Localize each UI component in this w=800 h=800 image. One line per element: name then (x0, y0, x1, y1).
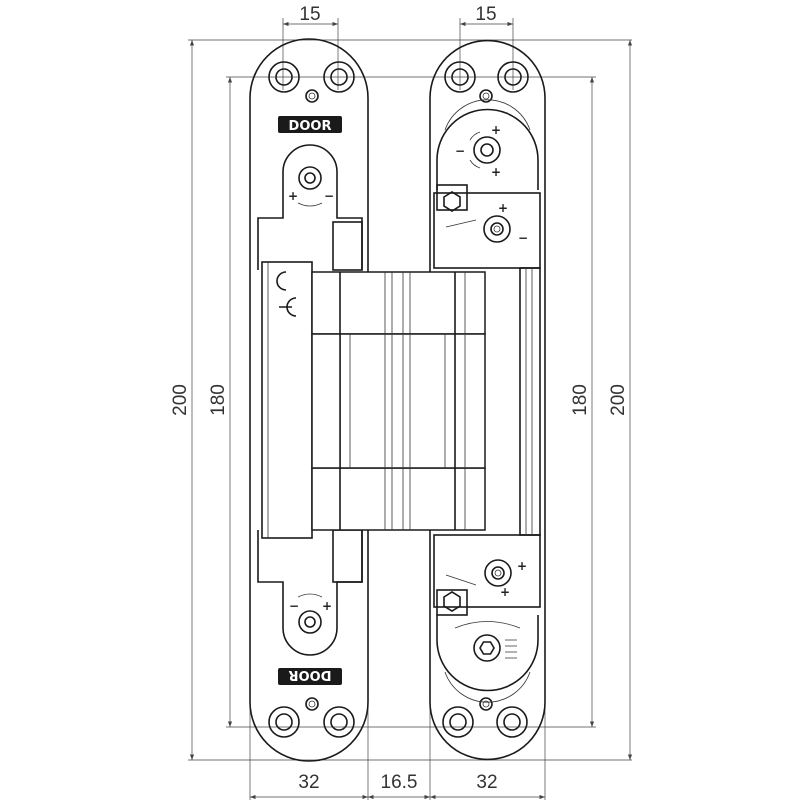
dim-plate-width-left: 32 (298, 772, 319, 793)
dim-gap-width: 16.5 (381, 772, 418, 793)
dim-overall-height-left: 200 (170, 384, 191, 416)
ce-mark (276, 271, 297, 317)
dim-hole-spacing-left: 15 (299, 4, 320, 25)
dim-hole-height-left: 180 (208, 384, 229, 416)
svg-text:DOOR: DOOR (289, 667, 332, 682)
left-hinge-plate: DOOR DOOR + − − + (249, 38, 369, 762)
svg-text:+: + (491, 165, 501, 179)
svg-text:−: − (455, 144, 465, 158)
dim-hole-spacing-right: 15 (475, 4, 496, 25)
depth-adjuster-bottom: ++ (433, 534, 541, 616)
height-adjuster-bottom (436, 615, 539, 703)
svg-text:DOOR: DOOR (289, 119, 332, 134)
dim-hole-height-right: 180 (570, 384, 591, 416)
depth-adjuster-top: +− (433, 184, 541, 269)
screw-hole (268, 61, 355, 738)
svg-text:−: − (289, 599, 299, 613)
svg-text:−: − (518, 231, 528, 245)
svg-text:+: + (322, 599, 332, 613)
door-logo-bottom: DOOR (278, 667, 342, 685)
height-adjuster-top: + + − (436, 99, 539, 190)
svg-text:+: + (491, 123, 501, 137)
dimension-lines (188, 18, 633, 800)
svg-text:+: + (498, 201, 508, 215)
hinge-knuckle (311, 271, 486, 531)
svg-text:+: + (517, 559, 527, 573)
plus-symbol: + (288, 189, 298, 203)
right-hinge-plate: ++ − +− ++ (429, 39, 546, 761)
door-logo-top: DOOR (278, 116, 342, 134)
svg-text:+: + (500, 585, 510, 599)
dim-plate-width-right: 32 (476, 772, 497, 793)
dim-overall-height-right: 200 (608, 384, 629, 416)
minus-symbol: − (324, 189, 334, 203)
